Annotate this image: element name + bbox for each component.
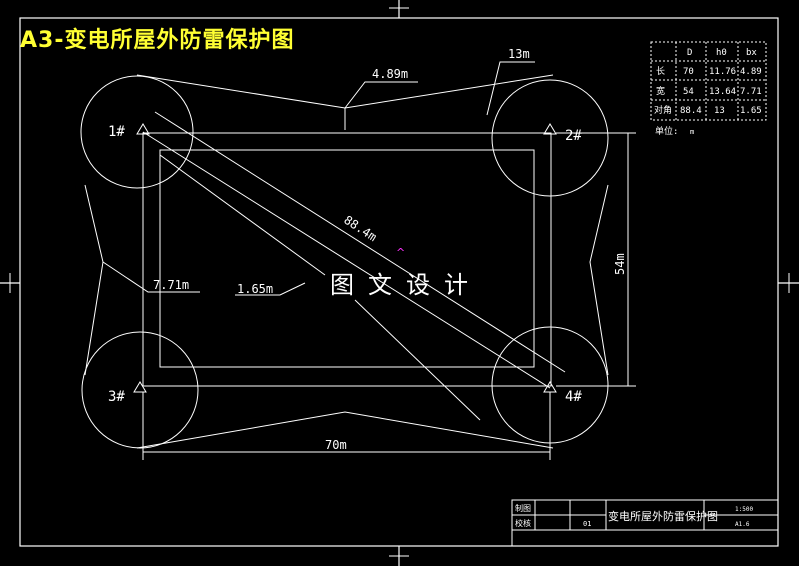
protection-envelope [84,74,609,449]
table-cell: 7.71 [740,87,762,97]
rod-3-label: 3# [108,389,125,405]
dim-88-4m: 88.4m [341,213,379,244]
table-cell: 4.89 [740,67,762,77]
table-cell: 13.64 [709,87,736,97]
center-marker: ^ [396,246,405,259]
table-cell: 11.76 [709,67,736,77]
substation-outline [142,132,552,387]
rod-4-marker [543,381,557,393]
rod-1-label: 1# [108,124,125,140]
dim-13m: 13m [508,47,530,61]
rod-1-circle [80,75,194,189]
title-block-scale: 1:500 [735,506,753,513]
dim-1-65m: 1.65m [237,282,273,296]
inner-boundary [159,149,535,368]
diagonal-lines [142,111,566,421]
parameter-table: D h0 bx 长 70 11.76 4.89 宽 54 13.64 7.71 … [650,41,767,137]
rod-2-label: 2# [565,128,582,144]
title-block-drawn-by: 制图 [515,503,531,513]
table-cell: 1.65 [740,106,762,116]
table-cell: 13 [714,106,725,116]
table-row-label: 对角 [654,104,672,116]
protection-circles [80,75,609,449]
page-title: A3-变电所屋外防雷保护图 [20,28,295,53]
table-header-d: D [687,48,692,58]
watermark-text: 图文设计 [330,271,482,299]
rod-2-marker [543,123,557,135]
table-row-label: 长 [656,65,665,77]
height-dimension [556,132,636,387]
corner-ticks [9,7,790,557]
rod-3-circle [81,331,199,449]
dim-54m: 54m [613,253,627,275]
dim-4-89m: 4.89m [372,67,408,81]
table-row-label: 宽 [656,85,665,97]
title-block-sheet: A1.6 [735,521,750,528]
width-dimension [142,392,551,460]
title-block-checked-by: 校核 [515,518,531,528]
unit-label: 单位: [655,125,678,137]
rod-1-marker [136,123,150,135]
leader-lines [102,61,535,296]
rod-4-label: 4# [565,389,582,405]
table-cell: 70 [683,67,694,77]
table-header-bx: bx [746,48,757,58]
title-block: 制图 校核 01 变电所屋外防雷保护图 1:500 A1.6 [511,499,779,547]
rod-2-circle [491,79,609,197]
unit-value: m [690,128,694,136]
title-block-code: 01 [583,520,591,528]
outer-boundary [142,132,552,387]
dim-70m: 70m [325,438,347,452]
title-block-drawing-name: 变电所屋外防雷保护图 [608,509,718,523]
rod-3-marker [133,381,147,393]
table-cell: 54 [683,87,694,97]
table-header-h0: h0 [716,48,727,58]
dim-7-71m: 7.71m [153,278,189,292]
table-cell: 88.4 [680,106,702,116]
